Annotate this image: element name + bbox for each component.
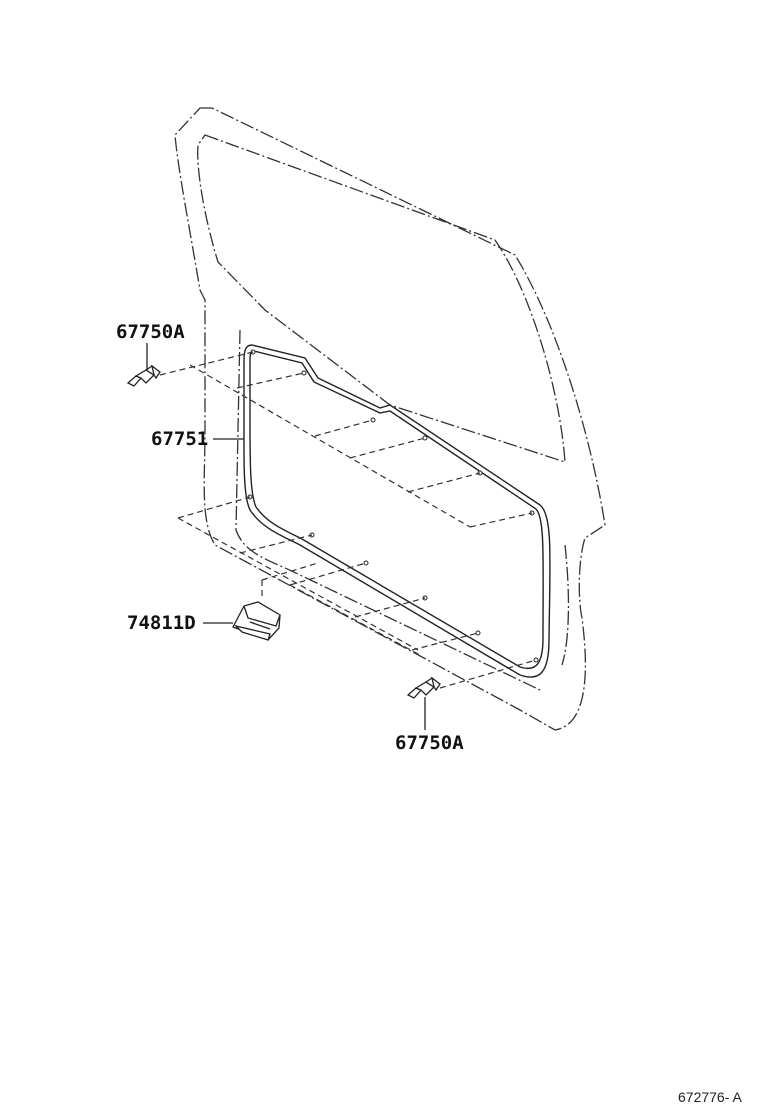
upper-clip-guides [159, 351, 533, 528]
license-lamp-part [232, 601, 281, 641]
clip-part-lower [406, 676, 441, 699]
callout-clip-bottom: 67750A [395, 732, 464, 754]
inner-panel-contour [235, 329, 541, 691]
glass-opening-outline [197, 134, 566, 463]
clip-hole [363, 560, 369, 566]
callout-weatherstrip: 67751 [151, 428, 208, 450]
callout-lamp: 74811D [127, 612, 196, 634]
diagram-code: 672776- A [678, 1089, 742, 1105]
callout-clip-top: 67750A [116, 321, 185, 343]
weatherstrip-inner [249, 350, 544, 669]
clip-part-upper [126, 364, 161, 387]
inner-panel-contour-right [561, 544, 570, 666]
clip-hole [301, 370, 307, 376]
clip-hole [475, 630, 481, 636]
clip-hole [533, 657, 539, 663]
clip-hole [422, 435, 428, 441]
back-door-outline [174, 107, 606, 731]
lower-clip-guides [177, 496, 537, 689]
weatherstrip-outer [243, 344, 551, 678]
